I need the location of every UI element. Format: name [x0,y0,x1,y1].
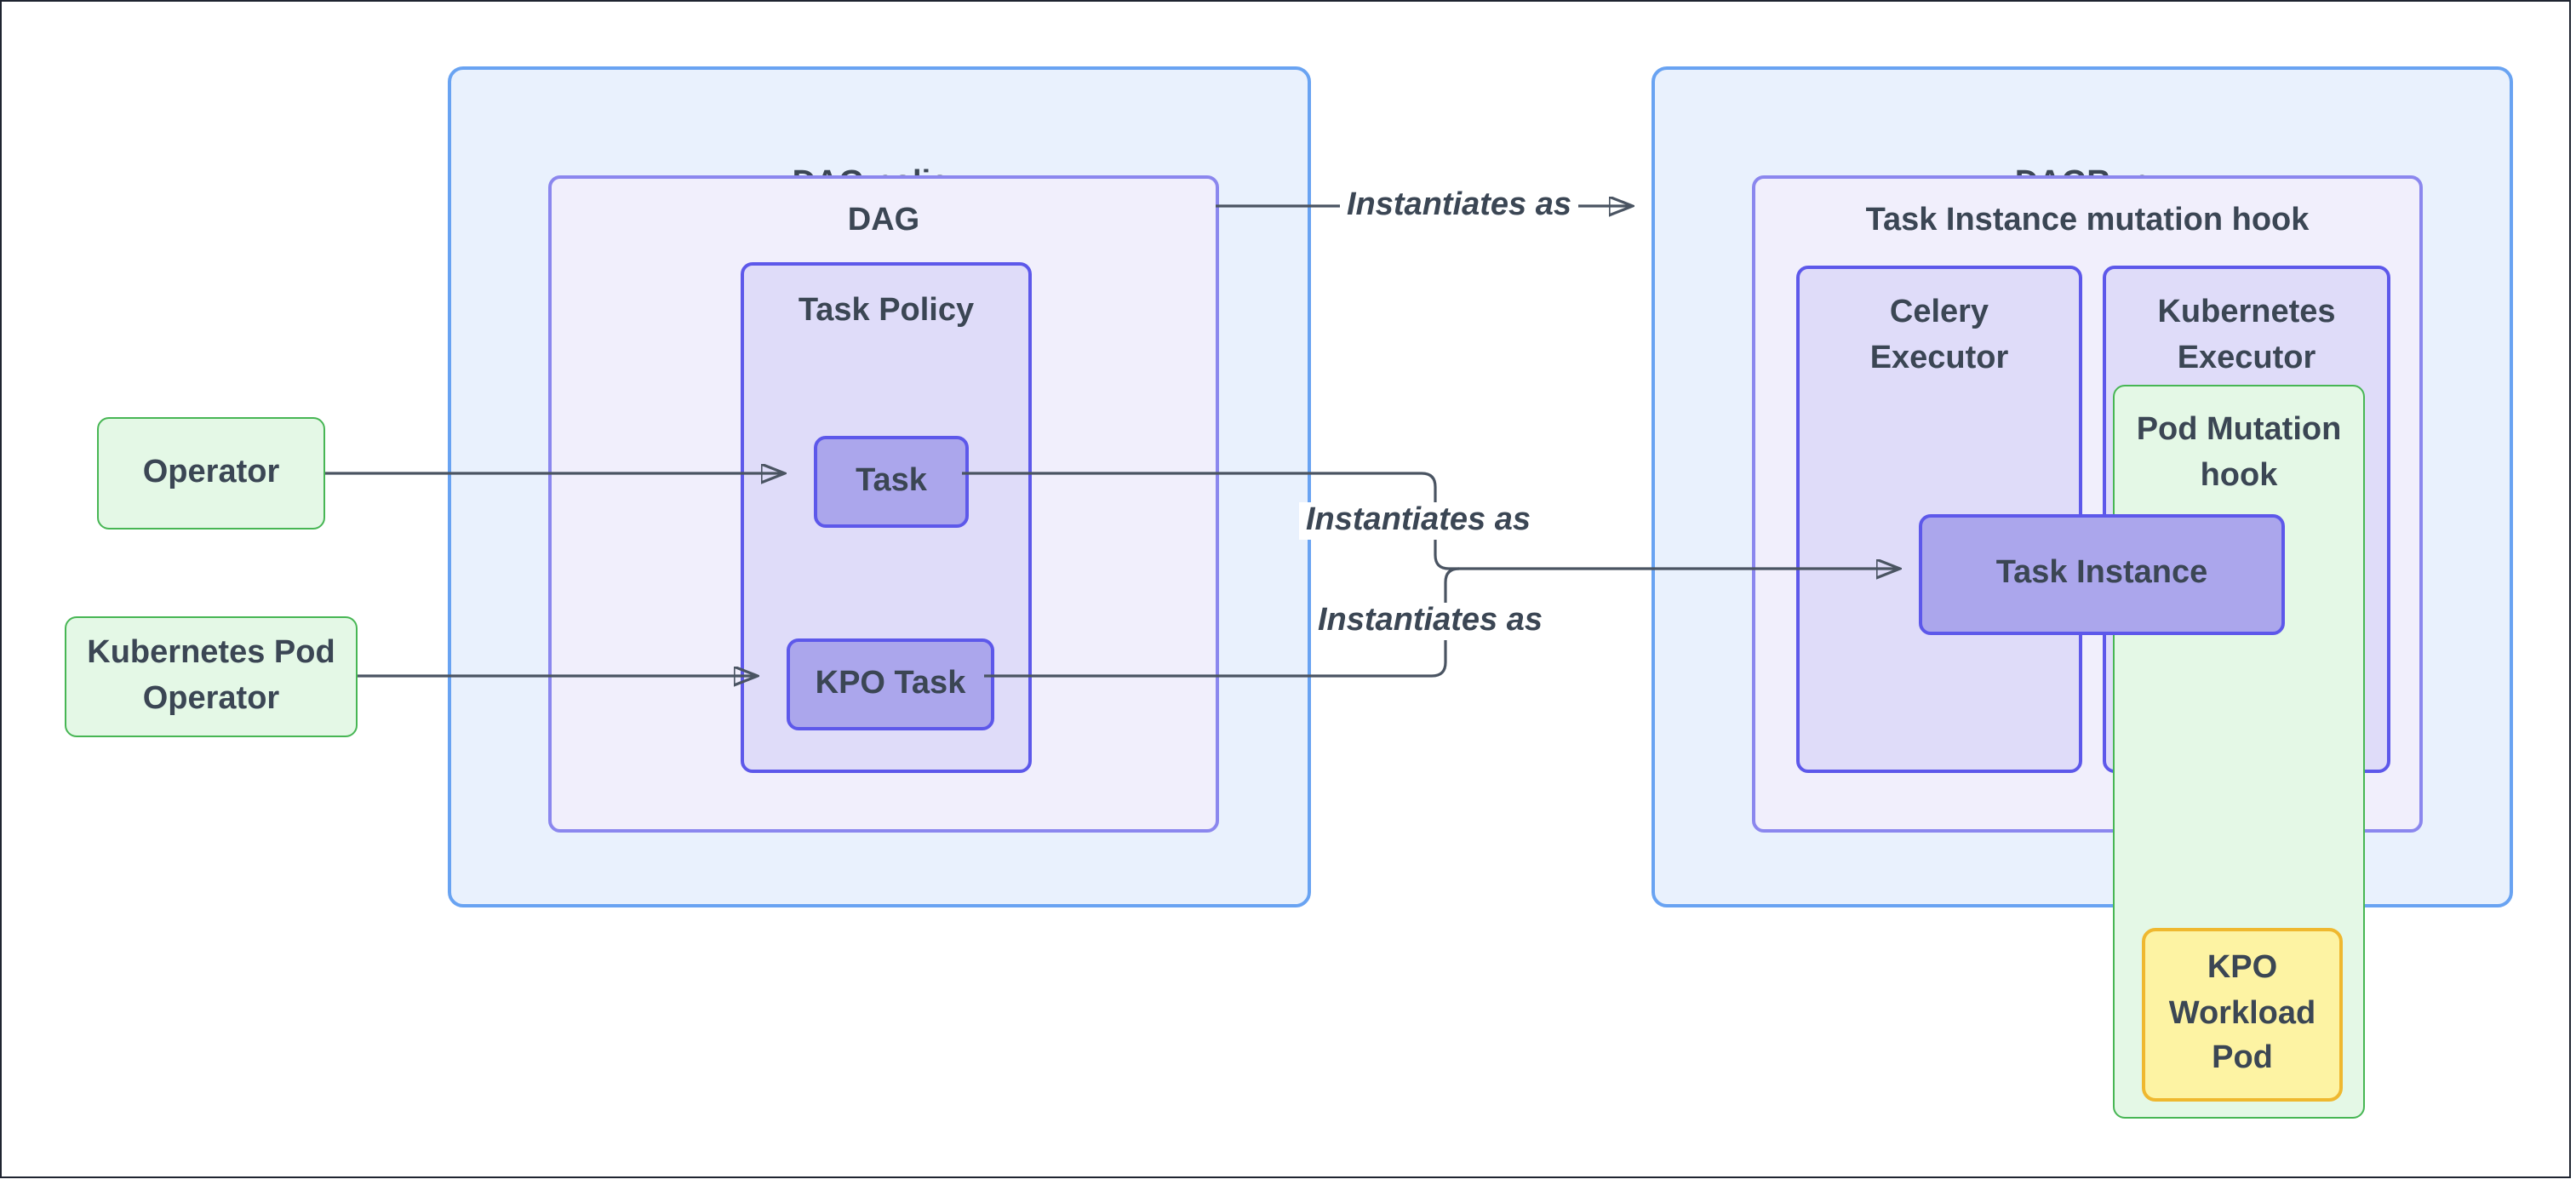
container-celery-executor-title: Celery Executor [1869,295,2009,376]
container-task-policy-title: Task Policy [798,293,975,329]
container-task-instance-mutation-hook-title: Task Instance mutation hook [1865,203,2310,238]
node-operator: Operator [97,417,325,530]
container-pod-mutation-hook-title: Pod Mutation hook [2136,412,2342,494]
container-dag-policy: DAG policy DAG Task Policy Task KPO Task [448,66,1311,907]
container-task-policy: Task Policy Task KPO Task [741,262,1032,773]
node-task-instance: Task Instance [1919,514,2285,635]
node-kpo-workload-pod: KPO Workload Pod [2142,928,2343,1102]
edge-label-instantiates-as-middle: Instantiates as [1299,502,1537,540]
edge-label-instantiates-as-top: Instantiates as [1340,187,1578,225]
node-task: Task [814,436,969,528]
container-kubernetes-executor-title: Kubernetes Executor [2157,295,2336,376]
edge-label-instantiates-as-bottom: Instantiates as [1311,603,1549,640]
node-kubernetes-pod-operator: Kubernetes Pod Operator [65,616,358,737]
container-dagrun: DAGRun Task Instance mutation hook Celer… [1652,66,2513,907]
container-pod-mutation-hook: Pod Mutation hook KPO Workload Pod [2113,385,2365,1119]
container-dag: DAG Task Policy Task KPO Task [548,175,1219,833]
container-dag-title: DAG [847,203,920,238]
node-kpo-task: KPO Task [787,638,994,730]
